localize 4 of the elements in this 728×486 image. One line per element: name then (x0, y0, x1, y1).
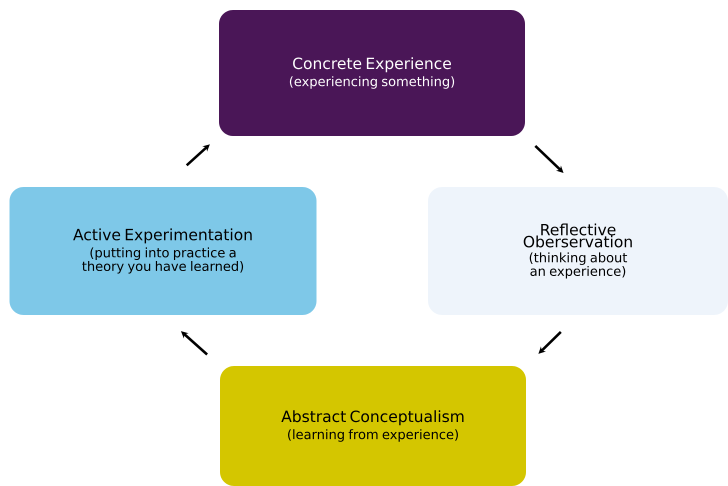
process-box: Reflective Oberservation (thinking about an experience) (428, 187, 728, 315)
process-box: Concrete Experience (experiencing something) (219, 10, 525, 136)
process-box: Abstract Conceptualism (learning from experience) (220, 366, 526, 486)
process-box: Active Experimentation (putting into practice a theory you have learned) (10, 187, 316, 315)
